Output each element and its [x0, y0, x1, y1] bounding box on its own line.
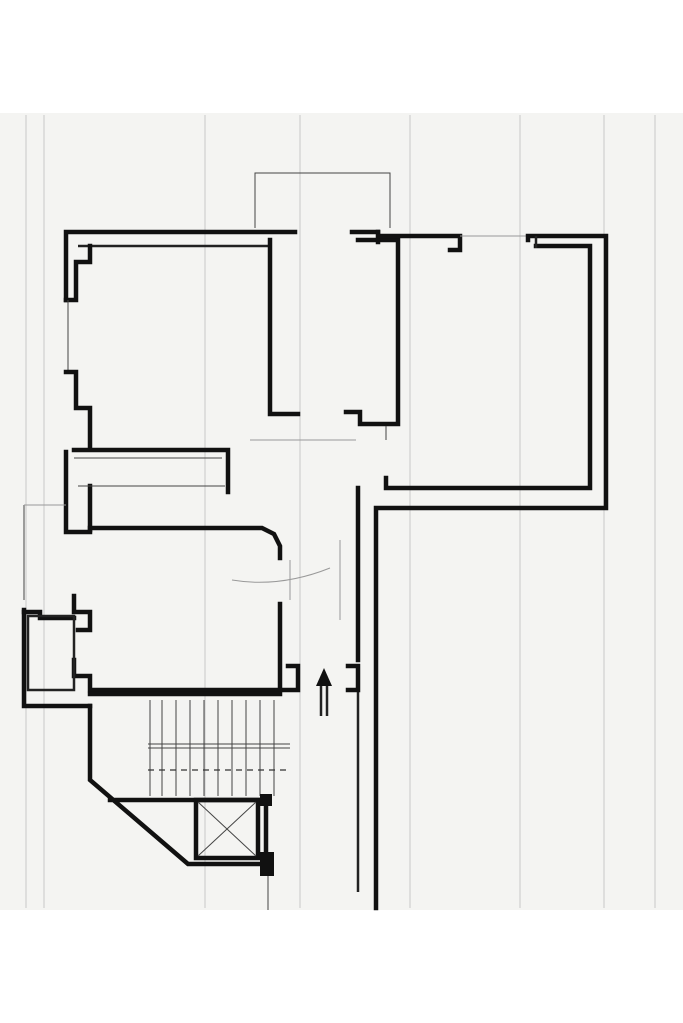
right-apartment-walls — [373, 233, 609, 911]
balcony-outline — [254, 172, 391, 228]
left-apartment-walls — [63, 229, 298, 561]
entrance-arrow-icon — [316, 668, 332, 716]
lower-left-room-walls — [21, 504, 283, 709]
door-swings — [231, 439, 356, 620]
structural-posts — [260, 794, 274, 910]
bathroom-walls — [267, 229, 401, 440]
corridor-walls — [277, 485, 361, 892]
elevator-shaft-icon — [193, 797, 261, 861]
